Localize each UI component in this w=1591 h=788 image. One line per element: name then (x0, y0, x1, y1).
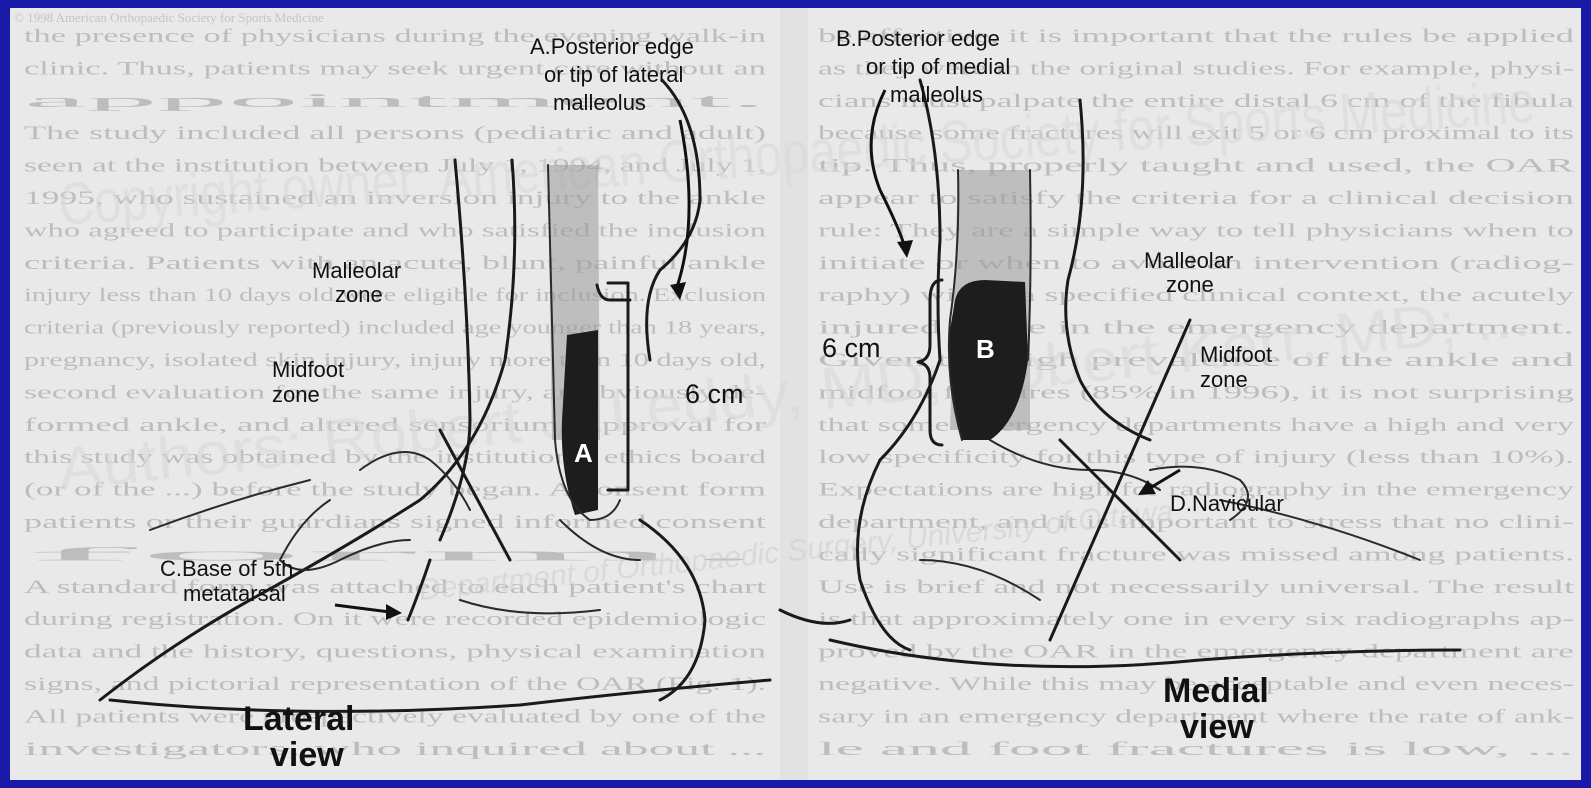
background-text-line: rule: They are a simple way to tell phys… (818, 220, 1574, 241)
label-c-line1: C.Base of 5th (160, 556, 293, 581)
label-a-line3: malleolus (553, 90, 646, 115)
label-midfoot-zone-medial-2: zone (1200, 367, 1248, 392)
label-midfoot-zone-medial-1: Midfoot (1200, 342, 1272, 367)
label-a-line2: or tip of lateral (544, 62, 683, 87)
label-lateral-view-1: Lateral (243, 700, 355, 738)
label-b-line2: or tip of medial (866, 54, 1010, 79)
label-malleolar-zone-medial-2: zone (1166, 272, 1214, 297)
label-zone-b: B (976, 334, 995, 364)
label-b-line1: B.Posterior edge (836, 26, 1000, 51)
label-6cm-lateral: 6 cm (685, 379, 744, 409)
label-zone-a: A (574, 438, 593, 468)
background-text-line: injury less than 10 days old were eligib… (24, 285, 767, 306)
background-text-line: appointment. (24, 91, 766, 112)
label-a-line1: A.Posterior edge (530, 34, 694, 59)
background-text-line: is that approximately one in every six r… (818, 609, 1574, 630)
label-malleolar-zone-medial-1: Malleolar (1144, 248, 1233, 273)
label-medial-view-2: view (1180, 708, 1254, 746)
label-6cm-medial: 6 cm (822, 333, 881, 363)
background-text-line: criteria (previously reported) included … (24, 318, 766, 339)
label-malleolar-zone-lateral-2: zone (335, 282, 383, 307)
label-c-line2: metatarsal (183, 581, 286, 606)
background-text-line: investigators, who inquired about ... (24, 739, 766, 760)
header-line: © 1998 American Orthopaedic Society for … (14, 10, 324, 25)
label-b-line3: malleolus (890, 82, 983, 107)
background-text-line: low specificity for this type of injury … (818, 447, 1574, 468)
background-text-line: Use is brief and not necessarily univers… (818, 577, 1575, 598)
label-d-navicular: D.Navicular (1170, 491, 1284, 516)
label-midfoot-zone-lateral-1: Midfoot (272, 357, 344, 382)
label-malleolar-zone-lateral-1: Malleolar (312, 258, 401, 283)
background-text-line: appear to satisfy the criteria for a cli… (818, 188, 1575, 209)
label-midfoot-zone-lateral-2: zone (272, 382, 320, 407)
label-medial-view-1: Medial (1163, 672, 1269, 710)
label-lateral-view-2: view (270, 736, 344, 774)
background-text-line: data and the history, questions, physica… (24, 642, 767, 663)
background-text-line: pregnancy, isolated skin injury, injury … (24, 350, 766, 371)
